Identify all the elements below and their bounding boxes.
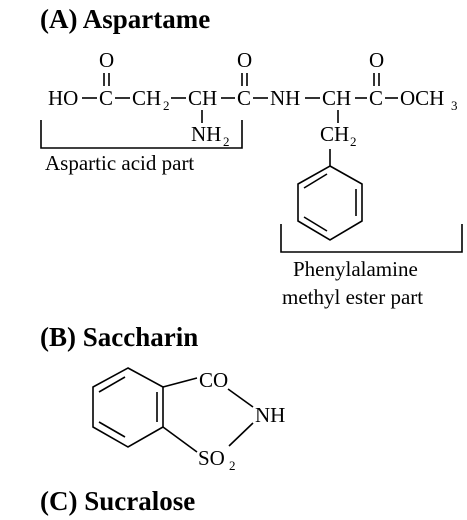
atom-och3-sub: 3 xyxy=(451,98,458,113)
aspartic-label: Aspartic acid part xyxy=(45,151,194,175)
sac-ring-double-3 xyxy=(98,376,126,393)
atom-ch2: CH xyxy=(322,86,351,110)
atom-ch2a-sub: 2 xyxy=(163,98,170,113)
title-saccharin: (B) Saccharin xyxy=(40,322,198,352)
bond-nh-so2 xyxy=(228,422,254,447)
ring-double-2 xyxy=(303,216,328,232)
atom-so2-sub: 2 xyxy=(229,458,236,473)
phenyl-bracket xyxy=(280,224,463,253)
bond-co-nh xyxy=(227,388,254,408)
title-aspartame: (A) Aspartame xyxy=(40,4,210,34)
aspartame-structure: O O O HO C CH 2 CH C NH CH C OCH 3 NH 2 xyxy=(40,48,463,309)
phenyl-label-2: methyl ester part xyxy=(282,285,423,309)
atom-c1: C xyxy=(99,86,113,110)
atom-ch1: CH xyxy=(188,86,217,110)
bond-ring-so2 xyxy=(162,426,198,453)
atom-o1: O xyxy=(99,48,114,72)
atom-so2: SO xyxy=(198,446,225,470)
atom-o3: O xyxy=(369,48,384,72)
atom-ch2b: CH xyxy=(320,122,349,146)
atom-co: CO xyxy=(199,368,228,392)
atom-c2: C xyxy=(237,86,251,110)
bond-ring-co xyxy=(162,377,198,388)
atom-ch2b-sub: 2 xyxy=(350,134,357,149)
atom-ho: HO xyxy=(48,86,78,110)
phenyl-label-1: Phenylalamine xyxy=(293,257,418,281)
aspartic-bracket xyxy=(40,120,243,149)
saccharin-structure: CO NH SO 2 xyxy=(92,367,285,473)
ring-double-3 xyxy=(303,173,328,189)
title-sucralose: (C) Sucralose xyxy=(40,486,195,516)
atom-ch2a: CH xyxy=(132,86,161,110)
sac-ring-double-2 xyxy=(98,421,126,438)
atom-och3: OCH xyxy=(400,86,444,110)
atom-nh2-sub: 2 xyxy=(223,134,230,149)
atom-o2: O xyxy=(237,48,252,72)
benzene-ring xyxy=(297,165,363,241)
atom-c3: C xyxy=(369,86,383,110)
atom-nh2: NH xyxy=(191,122,221,146)
atom-nh: NH xyxy=(270,86,300,110)
atom-nh: NH xyxy=(255,403,285,427)
saccharin-benzene-ring xyxy=(92,367,164,448)
